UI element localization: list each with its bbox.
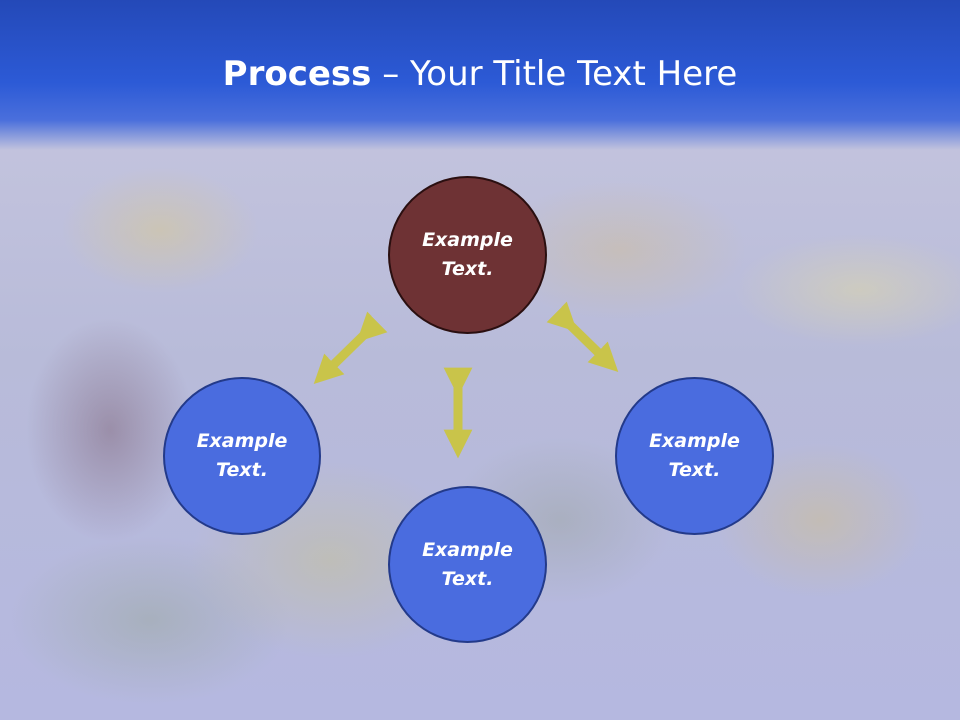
process-node-bottom[interactable]: Example Text. [388, 486, 547, 643]
title-rest-part: Your Title Text Here [410, 54, 738, 94]
slide-title: Process – Your Title Text Here [0, 52, 960, 96]
node-top-line1: Example [422, 229, 513, 251]
process-node-left[interactable]: Example Text. [163, 377, 321, 535]
title-separator: – [371, 54, 411, 94]
process-node-right[interactable]: Example Text. [615, 377, 774, 535]
node-bottom-line1: Example [422, 538, 513, 561]
node-text-right: Example Text. [649, 427, 740, 485]
node-right-line1: Example [649, 430, 740, 452]
process-node-top[interactable]: Example Text. [388, 176, 547, 334]
node-bottom-line2: Text. [441, 567, 494, 590]
arrow-top-left [313, 311, 388, 385]
node-left-line2: Text. [216, 459, 268, 481]
arrow-top-right [546, 301, 619, 373]
title-bold-part: Process [222, 54, 372, 94]
node-left-line1: Example [196, 430, 288, 452]
node-right-line2: Text. [668, 459, 721, 481]
node-text-top: Example Text. [422, 226, 513, 284]
title-bar [0, 0, 960, 150]
node-top-line2: Text. [441, 258, 494, 280]
node-text-left: Example Text. [197, 427, 288, 485]
node-text-bottom: Example Text. [422, 536, 513, 594]
